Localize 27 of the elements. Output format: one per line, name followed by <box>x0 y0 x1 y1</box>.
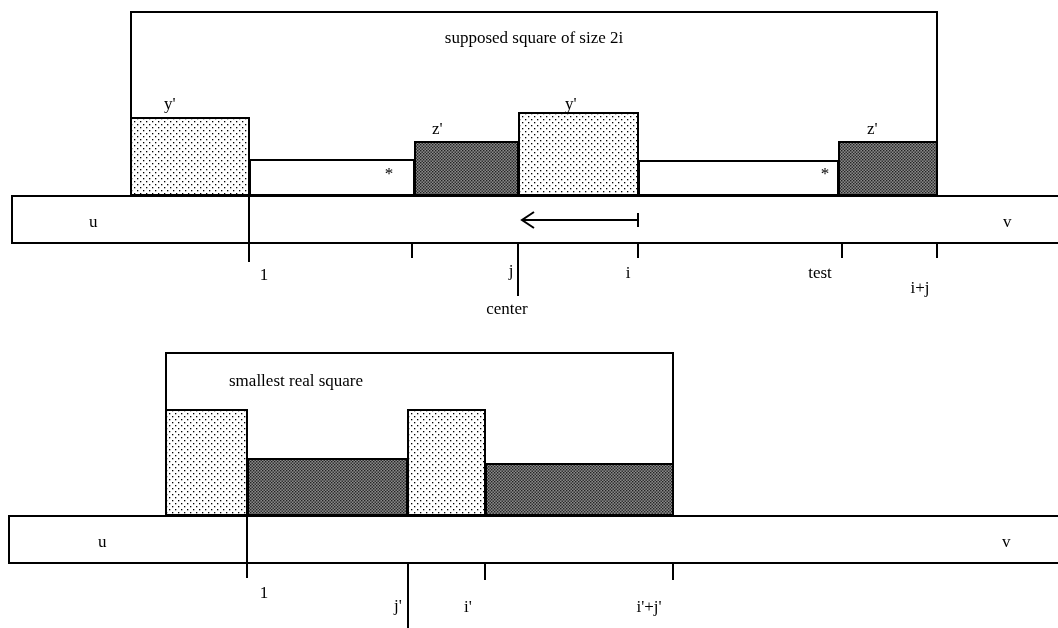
square-title: smallest real square <box>229 372 364 389</box>
tick-label: j <box>508 261 514 279</box>
tick-label: 1 <box>259 265 269 283</box>
tick-label: i <box>625 263 631 281</box>
string-label: u <box>89 213 98 230</box>
asterisk-mark: * <box>820 164 830 182</box>
dotted-block <box>165 409 248 516</box>
string-label: v <box>1002 533 1011 550</box>
tick-label: test <box>808 263 832 281</box>
block-label: y' <box>164 95 176 112</box>
shaded-block <box>247 458 408 516</box>
tick-label: i' <box>464 597 472 615</box>
string-label: u <box>98 533 107 550</box>
tick-label: center <box>486 299 528 317</box>
tick-label: i'+j' <box>636 597 662 615</box>
dotted-block <box>407 409 486 516</box>
block-label: z' <box>432 120 443 137</box>
tick-label: j' <box>394 596 402 614</box>
shaded-block <box>485 463 674 516</box>
tick-label: 1 <box>259 583 269 601</box>
square-title: supposed square of size 2i <box>443 29 625 46</box>
gap-outline <box>638 160 839 196</box>
tick-label: i+j <box>910 278 930 296</box>
block-label: z' <box>867 120 878 137</box>
gap-outline <box>249 159 415 196</box>
asterisk-mark: * <box>384 164 394 182</box>
string-label: v <box>1003 213 1012 230</box>
